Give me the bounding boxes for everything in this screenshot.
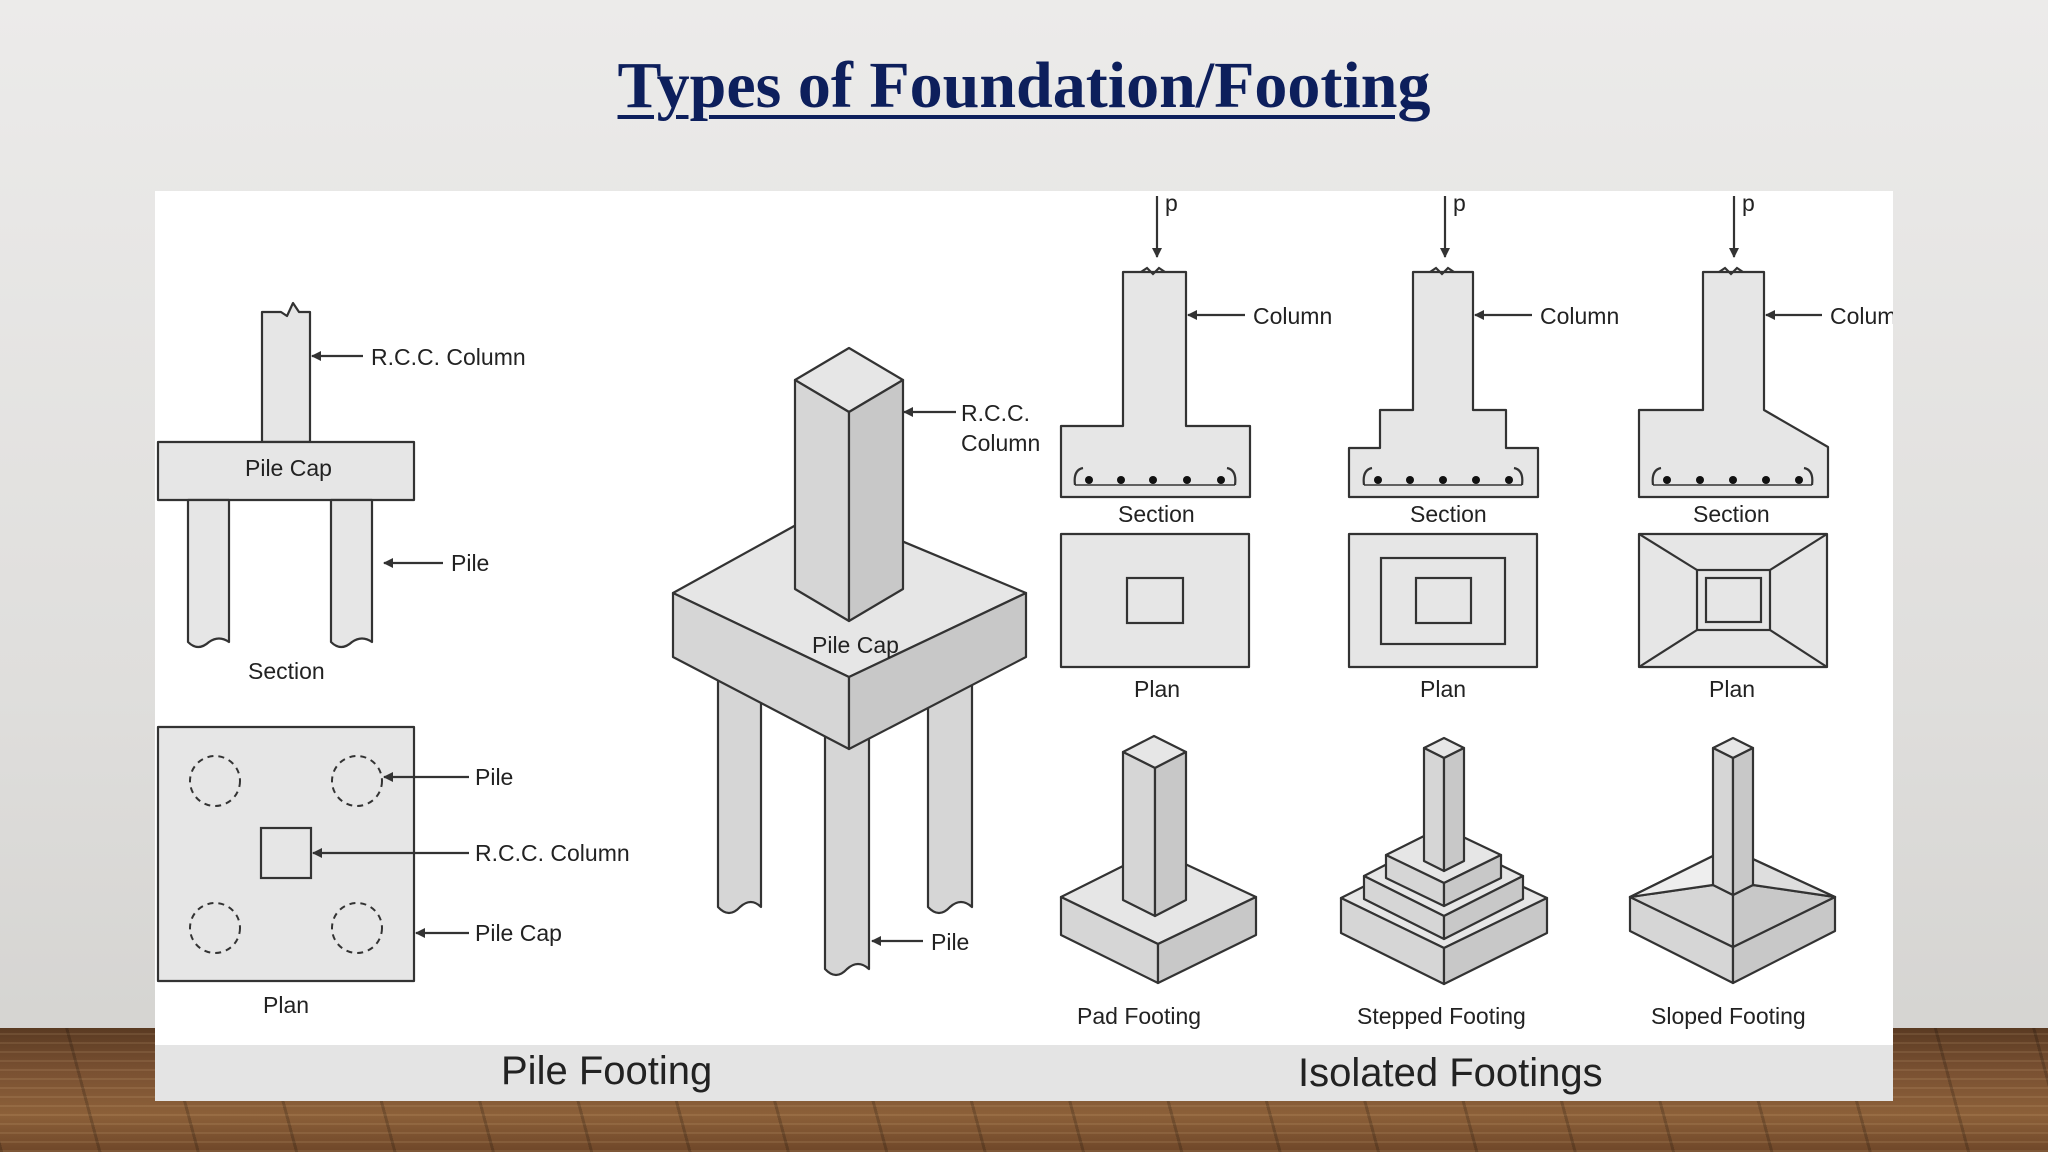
slide-title: Types of Foundation/Footing <box>617 49 1431 122</box>
pile-footing-caption: Pile Footing <box>501 1049 712 1093</box>
sloped-footing-plan <box>1637 532 1829 669</box>
stepped-load-label: p <box>1453 191 1466 216</box>
pad-footing-plan <box>1059 532 1251 669</box>
foundation-diagram: R.C.C. Column Pile Cap Pile Section Pile… <box>155 191 1893 1101</box>
pile-section-pile-label: Pile <box>451 550 489 576</box>
pad-footing-name: Pad Footing <box>1077 1003 1201 1029</box>
pile-section-column-label: R.C.C. Column <box>371 344 526 370</box>
pile-plan-pile-label: Pile <box>475 764 513 790</box>
pile-isometric-drawing <box>671 346 1028 977</box>
pile-plan-cap-label: Pile Cap <box>475 920 562 946</box>
pad-footing-isometric <box>1059 734 1258 985</box>
pile-iso-cap-label: Pile Cap <box>812 632 899 658</box>
diagram-panel: R.C.C. Column Pile Cap Pile Section Pile… <box>155 191 1893 1101</box>
stepped-footing-section <box>1347 196 1540 499</box>
pile-plan-label: Plan <box>263 992 309 1018</box>
pile-iso-column-label-1: R.C.C. <box>961 400 1030 426</box>
stepped-plan-label: Plan <box>1420 676 1466 702</box>
sloped-column-label: Colum <box>1830 303 1893 329</box>
sloped-footing-isometric <box>1628 736 1837 985</box>
pad-column-label: Column <box>1253 303 1332 329</box>
pile-section-cap-label: Pile Cap <box>245 455 332 481</box>
pile-section-drawing <box>156 301 416 649</box>
stepped-footing-name: Stepped Footing <box>1357 1003 1526 1029</box>
pile-iso-pile-label: Pile <box>931 929 969 955</box>
pad-load-label: p <box>1165 191 1178 216</box>
pile-section-label: Section <box>248 658 325 684</box>
sloped-footing-section <box>1637 196 1830 499</box>
sloped-section-label: Section <box>1693 501 1770 527</box>
pad-plan-label: Plan <box>1134 676 1180 702</box>
pile-iso-column-label-2: Column <box>961 430 1040 456</box>
stepped-section-label: Section <box>1410 501 1487 527</box>
isolated-footings-caption: Isolated Footings <box>1298 1051 1603 1095</box>
sloped-plan-label: Plan <box>1709 676 1755 702</box>
pile-plan-column-label: R.C.C. Column <box>475 840 630 866</box>
pad-footing-section <box>1059 196 1252 499</box>
sloped-footing-name: Sloped Footing <box>1651 1003 1806 1029</box>
stepped-footing-plan <box>1347 532 1539 669</box>
stepped-footing-isometric <box>1339 736 1549 986</box>
sloped-load-label: p <box>1742 191 1755 216</box>
stepped-column-label: Column <box>1540 303 1619 329</box>
pad-section-label: Section <box>1118 501 1195 527</box>
caption-bar <box>155 1045 1893 1101</box>
